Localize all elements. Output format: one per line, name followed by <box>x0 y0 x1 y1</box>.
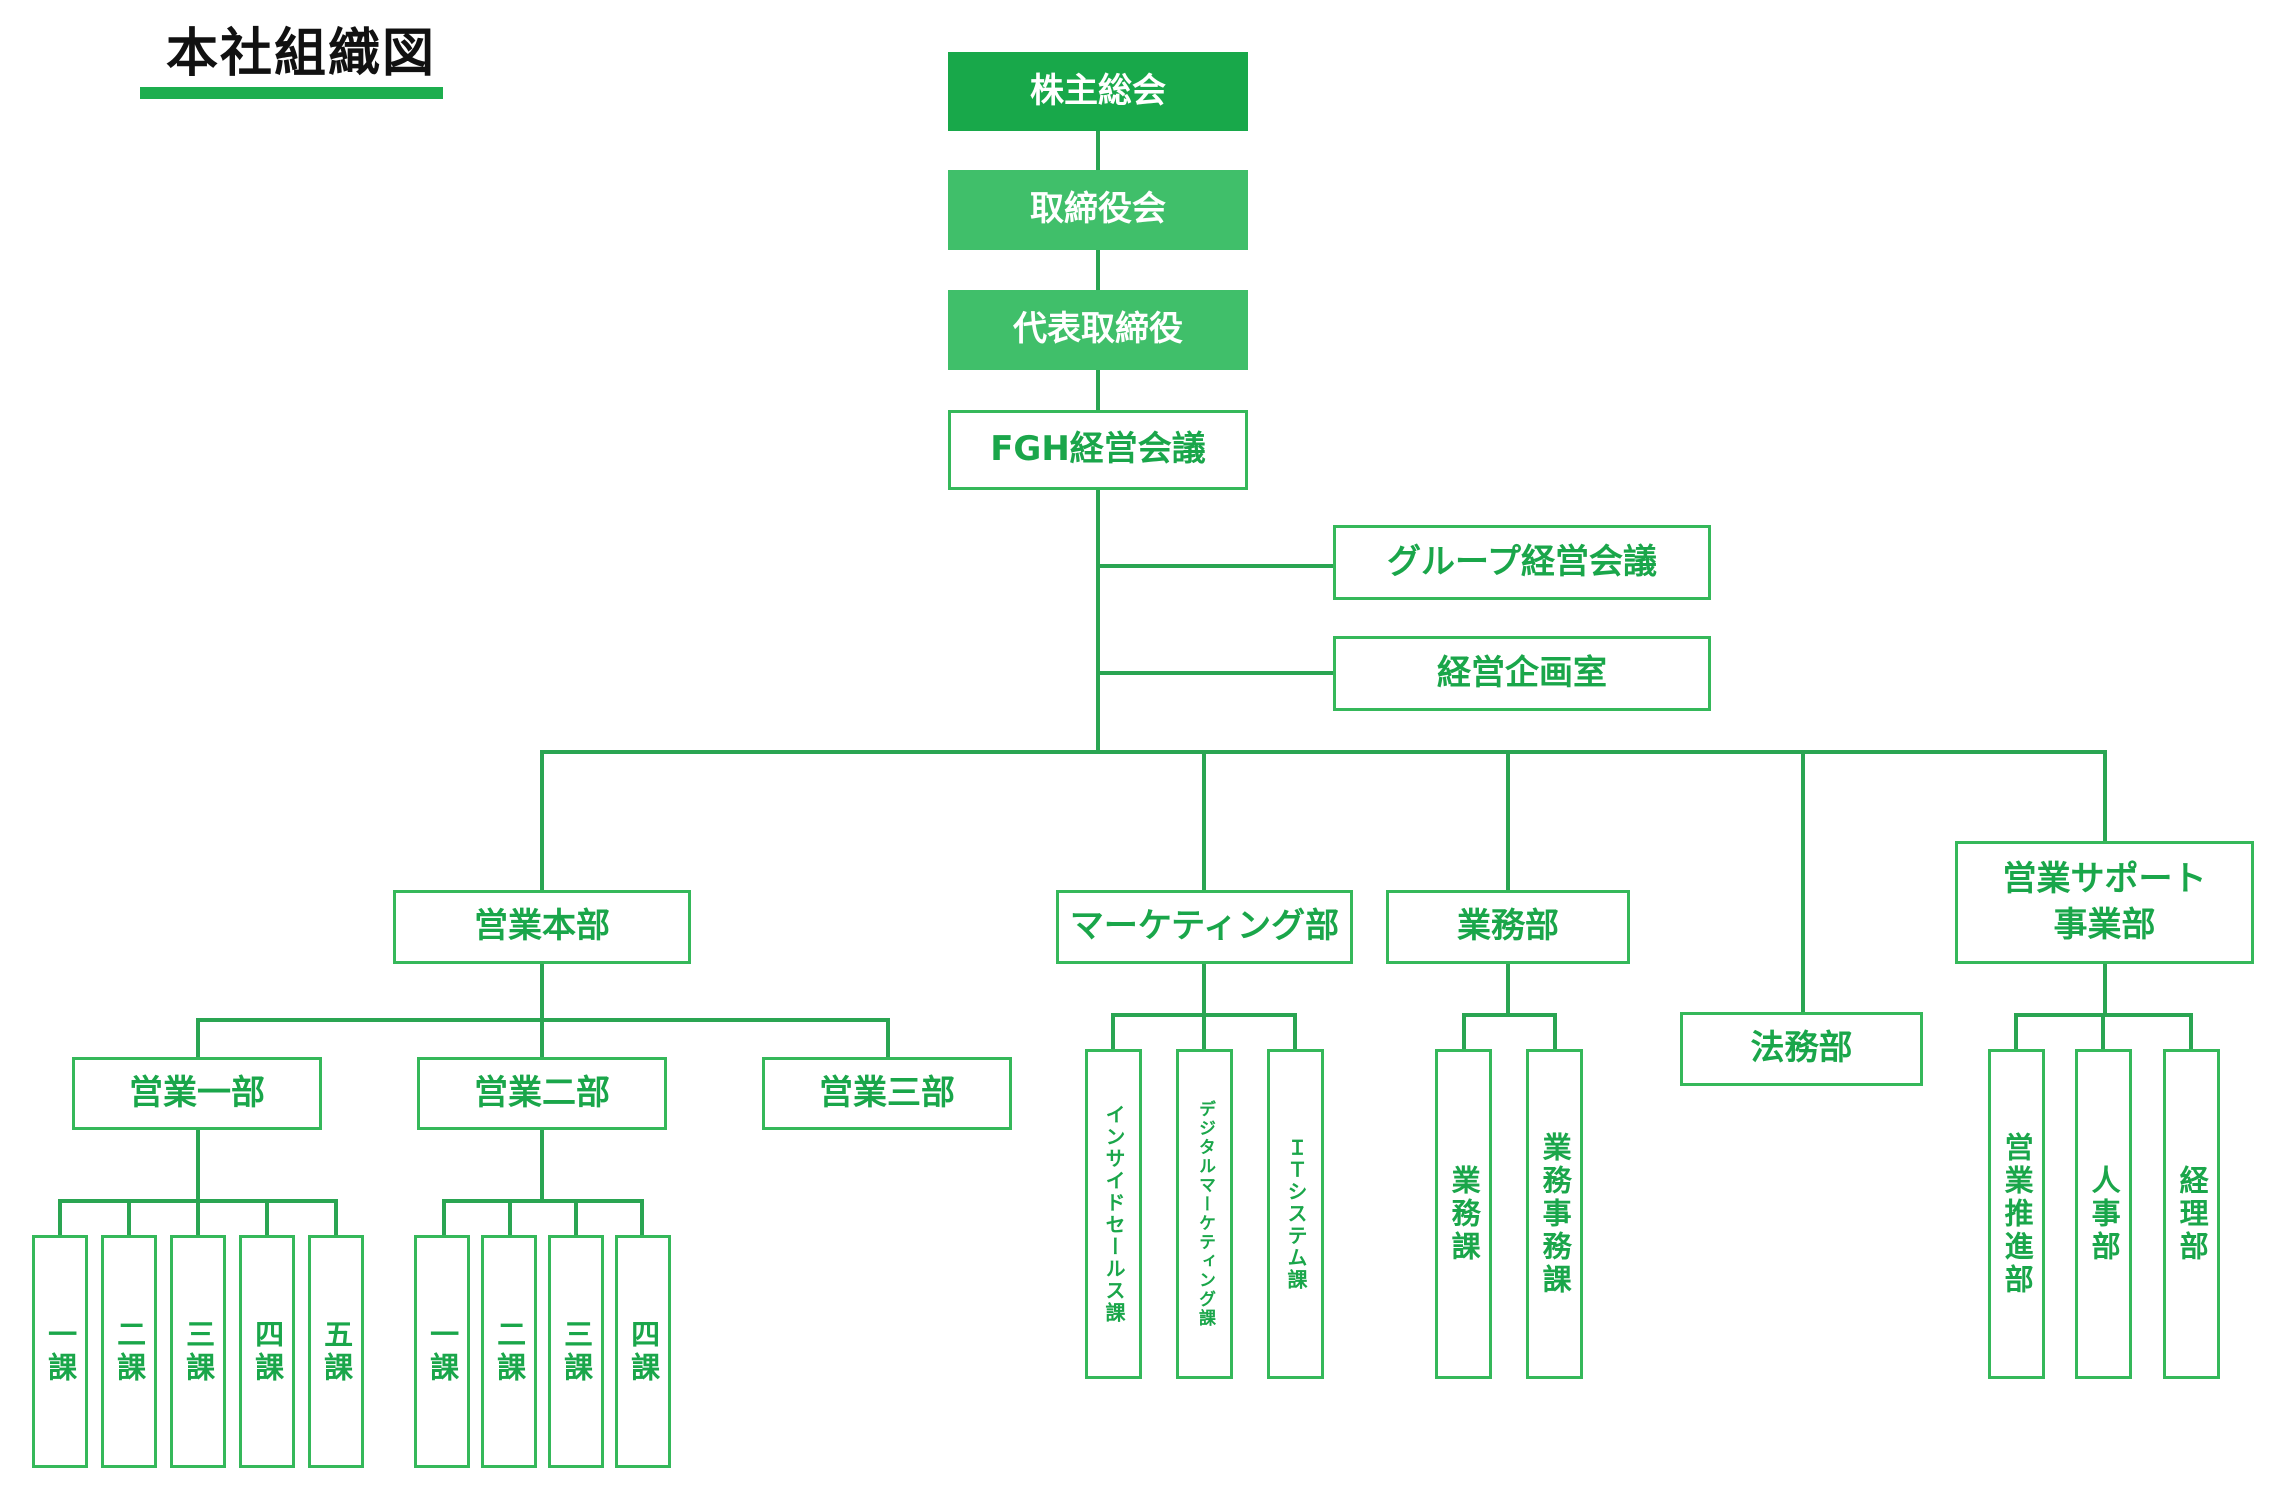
node-marketing: マーケティング部 <box>1056 890 1353 964</box>
connector-line <box>1462 1013 1466 1050</box>
connector-line <box>1096 130 1100 170</box>
node-support-section-1: 営業推進部 <box>1988 1049 2045 1379</box>
node-s1-section-2: 二課 <box>101 1235 157 1468</box>
node-marketing-section-3: ＩＴシステム課 <box>1267 1049 1324 1379</box>
node-marketing-section-2: デジタルマーケティング課 <box>1176 1049 1233 1379</box>
node-s2-section-4: 四課 <box>615 1235 671 1468</box>
connector-line <box>1111 1013 1115 1050</box>
connector-line <box>2103 750 2107 842</box>
node-s1-section-1: 一課 <box>32 1235 88 1468</box>
node-operations: 業務部 <box>1386 890 1630 964</box>
connector-line <box>540 1018 544 1058</box>
node-s1-section-5: 五課 <box>308 1235 364 1468</box>
connector-line <box>508 1199 512 1236</box>
connector-line <box>1202 750 1206 890</box>
node-support-section-2: 人事部 <box>2075 1049 2132 1379</box>
node-marketing-section-1: インサイドセールス課 <box>1085 1049 1142 1379</box>
connector-line <box>1506 963 1510 1015</box>
node-group-meeting: グループ経営会議 <box>1333 525 1711 600</box>
node-ceo: 代表取締役 <box>948 290 1248 370</box>
connector-line <box>1098 671 1333 675</box>
node-sales-3: 営業三部 <box>762 1057 1012 1130</box>
node-legal: 法務部 <box>1680 1012 1923 1086</box>
node-sales-2: 営業二部 <box>417 1057 667 1130</box>
node-s2-section-3: 三課 <box>548 1235 604 1468</box>
node-operations-section-2: 業務事務課 <box>1526 1049 1583 1379</box>
node-board: 取締役会 <box>948 170 1248 250</box>
connector-line <box>574 1199 578 1236</box>
node-operations-section-1: 業務課 <box>1435 1049 1492 1379</box>
connector-line <box>540 750 544 890</box>
node-support-section-3: 経理部 <box>2163 1049 2220 1379</box>
connector-line <box>1096 490 1100 752</box>
connector-line <box>196 1129 200 1201</box>
connector-line <box>1202 1013 1206 1050</box>
connector-line <box>540 750 2107 754</box>
connector-line <box>1553 1013 1557 1050</box>
node-s1-section-4: 四課 <box>239 1235 295 1468</box>
node-s2-section-1: 一課 <box>414 1235 470 1468</box>
node-fgh-meeting: FGH経営会議 <box>948 410 1248 490</box>
connector-line <box>196 1199 200 1236</box>
connector-line <box>886 1018 890 1058</box>
page-title: 本社組織図 <box>166 24 437 84</box>
connector-line <box>2101 1013 2105 1050</box>
connector-line <box>196 1018 200 1058</box>
connector-line <box>1096 369 1100 411</box>
connector-line <box>442 1199 446 1236</box>
connector-line <box>540 963 544 1020</box>
node-sales-support: 営業サポート 事業部 <box>1955 841 2254 964</box>
node-sales-1: 営業一部 <box>72 1057 322 1130</box>
title-underline <box>140 87 443 99</box>
connector-line <box>540 1129 544 1201</box>
connector-line <box>58 1199 62 1236</box>
connector-line <box>265 1199 269 1236</box>
connector-line <box>2014 1013 2018 1050</box>
connector-line <box>1293 1013 1297 1050</box>
connector-line <box>2189 1013 2193 1050</box>
connector-line <box>1462 1013 1557 1017</box>
connector-line <box>640 1199 644 1236</box>
connector-line <box>334 1199 338 1236</box>
connector-line <box>1098 564 1333 568</box>
connector-line <box>2103 963 2107 1015</box>
connector-line <box>1506 750 1510 890</box>
node-s2-section-2: 二課 <box>481 1235 537 1468</box>
connector-line <box>442 1199 644 1203</box>
connector-line <box>1801 750 1805 1012</box>
connector-line <box>1096 249 1100 291</box>
node-planning-office: 経営企画室 <box>1333 636 1711 711</box>
node-sales-hq: 営業本部 <box>393 890 691 964</box>
node-shareholders: 株主総会 <box>948 52 1248 131</box>
node-s1-section-3: 三課 <box>170 1235 226 1468</box>
connector-line <box>127 1199 131 1236</box>
connector-line <box>1202 963 1206 1015</box>
